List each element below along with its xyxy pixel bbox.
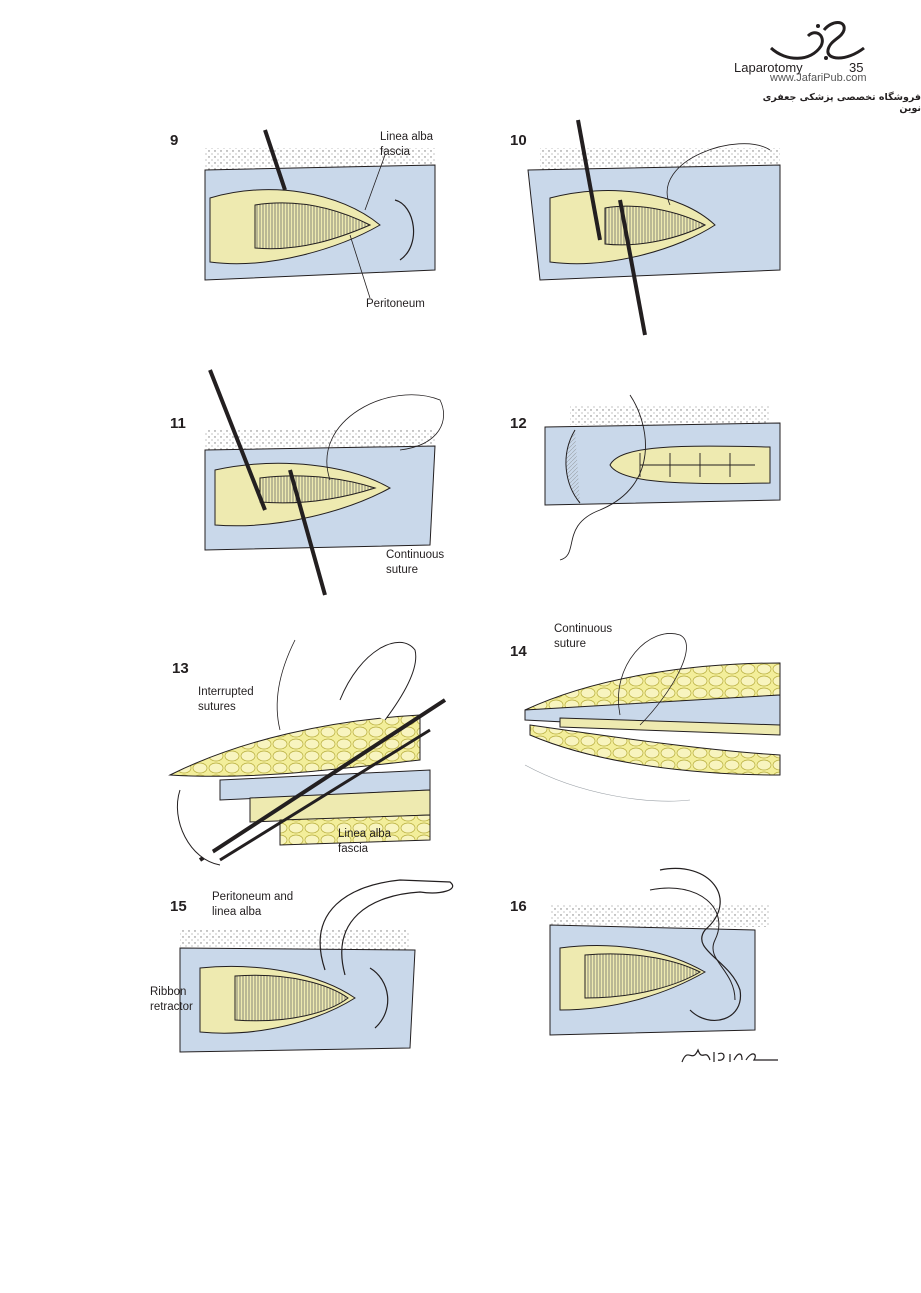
label-ribbon-retractor: Ribbon retractor [150,986,193,1013]
panel-number: 15 [170,898,187,915]
panel-11-illustration [204,369,444,596]
panel-number: 12 [510,415,527,432]
watermark-url: www.JafariPub.com [770,72,867,84]
panel-number: 9 [170,132,179,149]
panel-16-illustration [549,867,770,1036]
panel-16: 16 [500,860,800,1070]
panel-9-illustration [204,129,436,299]
artist-signature-icon [681,1048,778,1063]
label-interrupted-sutures: Interrupted sutures [198,686,254,713]
chapter-title: Laparotomy [734,60,803,75]
panel-number: 13 [172,660,189,677]
panel-11: 11 Continuous suture [160,369,470,600]
panel-12: 12 [500,385,800,565]
panel-number: 11 [170,415,186,432]
panel-14: 14 Continuous suture [500,615,800,815]
panel-13-illustration [168,639,447,866]
label-peritoneum: Peritoneum [366,298,425,310]
panel-9: 9 Linea alba fascia Peritoneum [160,120,460,320]
panel-number: 14 [510,643,527,660]
panel-10-illustration [527,119,781,336]
calligraphy-logo-icon [769,21,865,60]
panel-15: 15 Peritoneum and linea alba Ribbon retr… [140,870,460,1070]
panel-number: 16 [510,898,527,915]
label-continuous-suture: Continuous suture [554,623,613,650]
panel-number: 10 [510,132,527,149]
label-linea-alba-fascia: Linea alba fascia [338,828,392,855]
panel-15-illustration [179,879,454,1053]
publisher-store: فروشگاه تخصصی پزشکی جعفری نوین [762,92,921,114]
panel-12-illustration [544,394,781,561]
panel-13: 13 Interrupted sutures Linea alba fascia [160,630,470,870]
label-continuous-suture: Continuous suture [386,549,445,576]
panel-14-illustration [524,633,781,802]
page-number: 35 [849,60,864,75]
panel-10: 10 [500,119,800,340]
label-linea-alba-fascia: Linea alba fascia [380,131,434,158]
label-peritoneum-and-linea-alba: Peritoneum and linea alba [212,891,294,918]
